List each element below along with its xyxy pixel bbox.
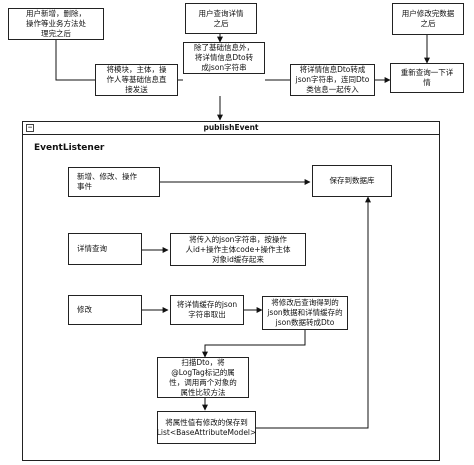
node-convert-dto-json: 将详情信息Dto转成 json字符串，连同Dto 类信息一起传入 — [290, 64, 375, 96]
node-user-modify-done: 用户修改完数据 之后 — [392, 3, 464, 35]
node-text: 除了基础信息外， 将详情信息Dto转 成json字符串 — [194, 43, 254, 72]
container-title: publishEvent — [203, 123, 259, 132]
node-save-db: 保存到数据库 — [312, 165, 392, 197]
node-save-list: 将属性值有修改的保存到 List<BaseAttributeModel> — [157, 411, 256, 444]
edge-list-to-save — [256, 196, 371, 429]
node-text: 将模块，主体，操 作人等基础信息直 接发送 — [106, 65, 167, 94]
node-text: 将传入的json字符串，按操作 人id+操作主体code+操作主体 对象id缓存… — [185, 234, 291, 264]
node-text: 将详情信息Dto转成 json字符串，连同Dto 类信息一起传入 — [295, 65, 370, 94]
node-user-add: 用户新增，删除， 操作等业务方法处 理完之后 — [8, 8, 104, 40]
node-detail-query: 详情查询 — [68, 233, 142, 265]
node-convert-both-dto: 将修改后查询得到的 json数据和详情缓存的 json数据转成Dto — [262, 296, 348, 330]
node-modify: 修改 — [68, 295, 142, 325]
node-text: 将修改后查询得到的 json数据和详情缓存的 json数据转成Dto — [267, 298, 343, 327]
node-text: 用户修改完数据 之后 — [401, 9, 455, 28]
node-user-query-detail: 用户查询详情 之后 — [185, 3, 257, 34]
node-text: 用户查询详情 之后 — [198, 8, 244, 28]
node-scan-dto: 扫描Dto，将 @LogTag标记的属 性，调用两个对象的 属性比较方法 — [157, 357, 249, 398]
node-text: 详情查询 — [77, 244, 107, 253]
node-pack-module: 将模块，主体，操 作人等基础信息直 接发送 — [95, 64, 178, 96]
node-text: 修改 — [77, 305, 92, 314]
collapse-icon[interactable]: − — [26, 124, 34, 132]
publish-event-container: − publishEvent — [22, 121, 440, 461]
node-text: 将属性值有修改的保存到 List<BaseAttributeModel> — [156, 417, 257, 437]
edge-convert-to-scan — [202, 330, 306, 358]
node-text: 保存到数据库 — [329, 176, 375, 185]
node-add-modify-event: 新增、修改、操作 事件 — [68, 167, 160, 197]
node-cache-json: 将传入的json字符串，按操作 人id+操作主体code+操作主体 对象id缓存… — [170, 233, 306, 266]
node-text: 新增、修改、操作 事件 — [77, 172, 137, 191]
node-text: 扫描Dto，将 @LogTag标记的属 性，调用两个对象的 属性比较方法 — [169, 357, 237, 397]
event-listener-label: EventListener — [34, 143, 105, 153]
container-header: − publishEvent — [23, 122, 439, 135]
node-text: 用户新增，删除， 操作等业务方法处 理完之后 — [26, 9, 86, 38]
node-requery-detail: 重新查询一下详 情 — [390, 63, 464, 93]
node-text: 将详情缓存的json 字符串取出 — [176, 300, 238, 319]
node-fetch-cached-json: 将详情缓存的json 字符串取出 — [170, 295, 244, 325]
edge-user-add-down — [55, 40, 95, 81]
node-text: 重新查询一下详 情 — [400, 68, 454, 87]
node-convert-detail-json: 除了基础信息外， 将详情信息Dto转 成json字符串 — [183, 42, 265, 74]
